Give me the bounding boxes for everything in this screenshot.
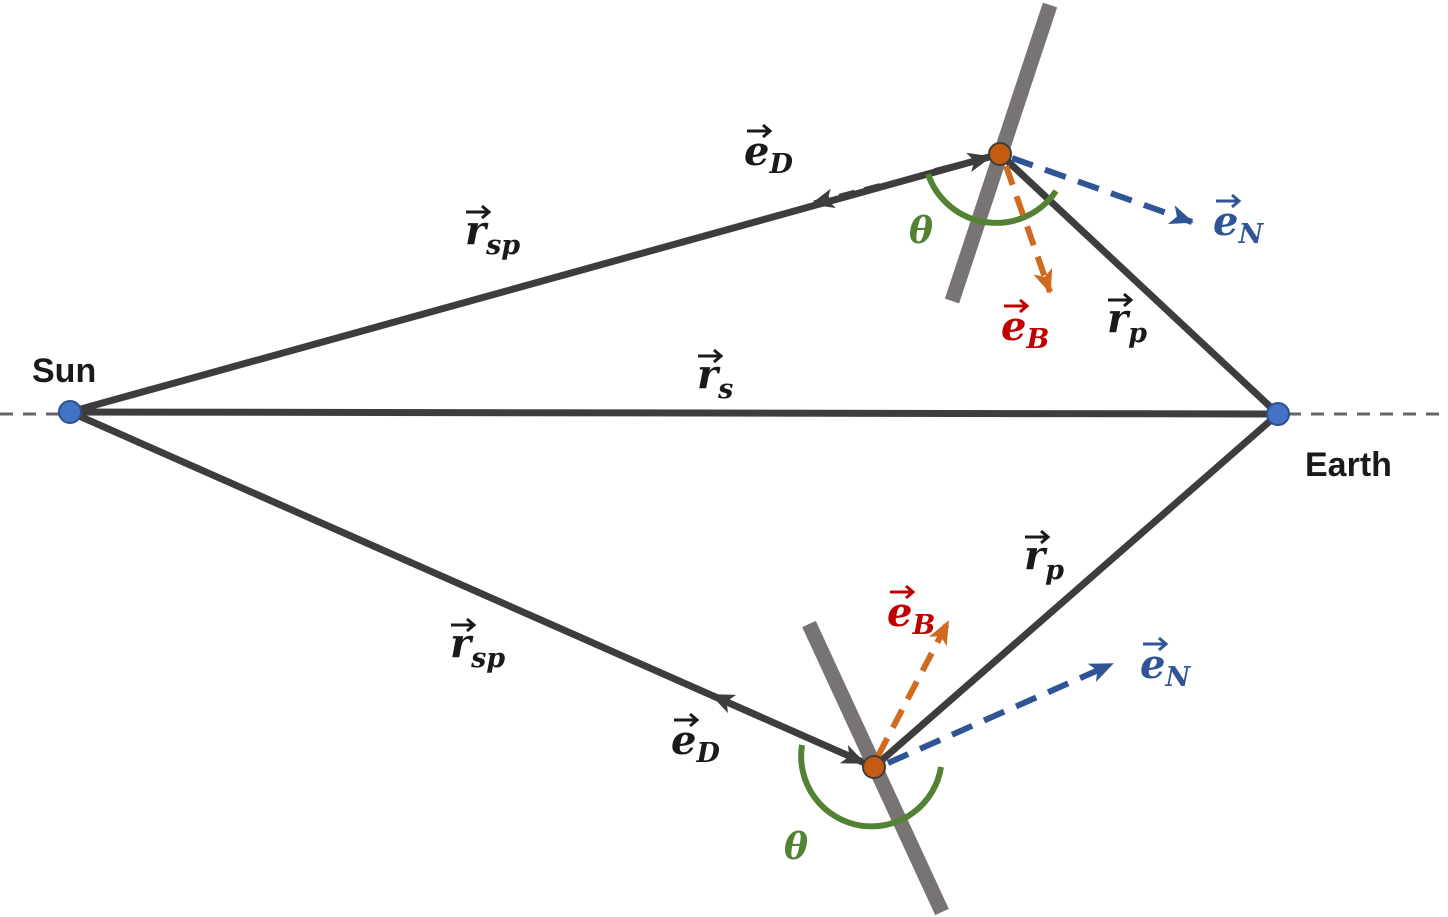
vector-arrow-glyph	[466, 204, 492, 220]
vec-sub: N	[1164, 662, 1191, 693]
earth-node	[1266, 402, 1290, 426]
earth-label: Earth	[1305, 446, 1392, 484]
r-p-bottom-label: rp	[1024, 529, 1064, 586]
particle-top	[988, 142, 1012, 166]
svg-text:eN: eN	[1140, 641, 1191, 693]
svg-text:eN: eN	[1213, 198, 1264, 250]
vec-sub: N	[1237, 219, 1264, 250]
vector-arrow-glyph	[1025, 529, 1051, 545]
e-b-top-arrow	[1003, 165, 1053, 294]
r-s-line	[69, 408, 1279, 418]
e-d-bottom-label: eD	[671, 712, 720, 769]
r-sp-top-label: rsp	[465, 204, 520, 261]
vec-sub: sp	[470, 643, 505, 674]
vec-base: r	[1107, 295, 1131, 342]
sun-label: Sun	[32, 352, 96, 390]
vector-arrow-glyph	[1216, 193, 1242, 209]
svg-text:eB: eB	[887, 589, 935, 641]
svg-text:rsp: rsp	[465, 207, 520, 261]
vec-base: r	[697, 351, 721, 398]
r-sp-top-line	[69, 150, 1001, 416]
vec-base: e	[744, 128, 769, 175]
e-d-top-arrow	[934, 152, 992, 174]
e-d-bottom-back-arrow	[710, 692, 772, 724]
theta-top-label: θ	[909, 210, 933, 252]
vec-sub: sp	[485, 230, 520, 261]
vector-arrow-glyph	[698, 348, 724, 364]
vector-arrow-glyph	[1143, 636, 1169, 652]
e-n-bottom-label: eN	[1140, 636, 1191, 693]
r-sp-bottom-label: rsp	[450, 617, 505, 674]
vec-base: e	[887, 589, 912, 636]
svg-text:rp: rp	[1107, 295, 1147, 349]
svg-text:rp: rp	[1024, 532, 1064, 586]
vec-base: e	[1001, 303, 1026, 350]
vec-base: r	[465, 207, 489, 254]
vec-sub: p	[1128, 318, 1147, 349]
vector-arrow-glyph	[890, 584, 916, 600]
e-b-bottom-arrow	[875, 620, 951, 758]
theta-arc-top	[925, 173, 1059, 226]
theta-arc-bottom	[798, 744, 944, 830]
theta-bottom-label: θ	[784, 826, 808, 868]
r-s-label: rs	[697, 348, 733, 405]
vector-arrow-glyph	[1004, 298, 1030, 314]
sun-node	[58, 400, 82, 424]
vector-arrow-glyph	[747, 123, 773, 139]
r-p-top-label: rp	[1107, 292, 1147, 349]
vec-sub: p	[1045, 555, 1064, 586]
vec-sub: B	[1025, 324, 1049, 355]
svg-text:eB: eB	[1001, 303, 1049, 355]
r-p-bottom-line	[871, 411, 1281, 770]
vec-base: r	[450, 620, 474, 667]
svg-text:eD: eD	[744, 128, 793, 180]
e-n-top-label: eN	[1213, 193, 1264, 250]
vec-sub: D	[768, 149, 793, 180]
e-n-top-arrow	[1010, 155, 1194, 225]
svg-text:rsp: rsp	[450, 620, 505, 674]
vec-base: e	[1213, 198, 1238, 245]
e-n-bottom-arrow	[886, 661, 1114, 766]
svg-text:eD: eD	[671, 717, 720, 769]
e-d-top-label: eD	[744, 123, 793, 180]
particle-bottom	[862, 755, 886, 779]
vector-arrow-glyph	[1108, 292, 1134, 308]
vector-arrow-glyph	[451, 617, 477, 633]
vec-base: e	[671, 717, 696, 764]
svg-text:rs: rs	[697, 351, 733, 405]
vec-sub: B	[911, 610, 935, 641]
e-d-bottom-arrow	[810, 737, 866, 766]
e-b-bottom-label: eB	[887, 584, 935, 641]
r-p-top-line	[997, 151, 1281, 417]
e-b-top-label: eB	[1001, 298, 1049, 355]
vector-arrow-glyph	[674, 712, 700, 728]
vec-sub: s	[717, 374, 733, 405]
vec-base: e	[1140, 641, 1165, 688]
vec-sub: D	[695, 738, 720, 769]
vec-base: r	[1024, 532, 1048, 579]
e-d-top-back-arrow	[810, 183, 881, 209]
